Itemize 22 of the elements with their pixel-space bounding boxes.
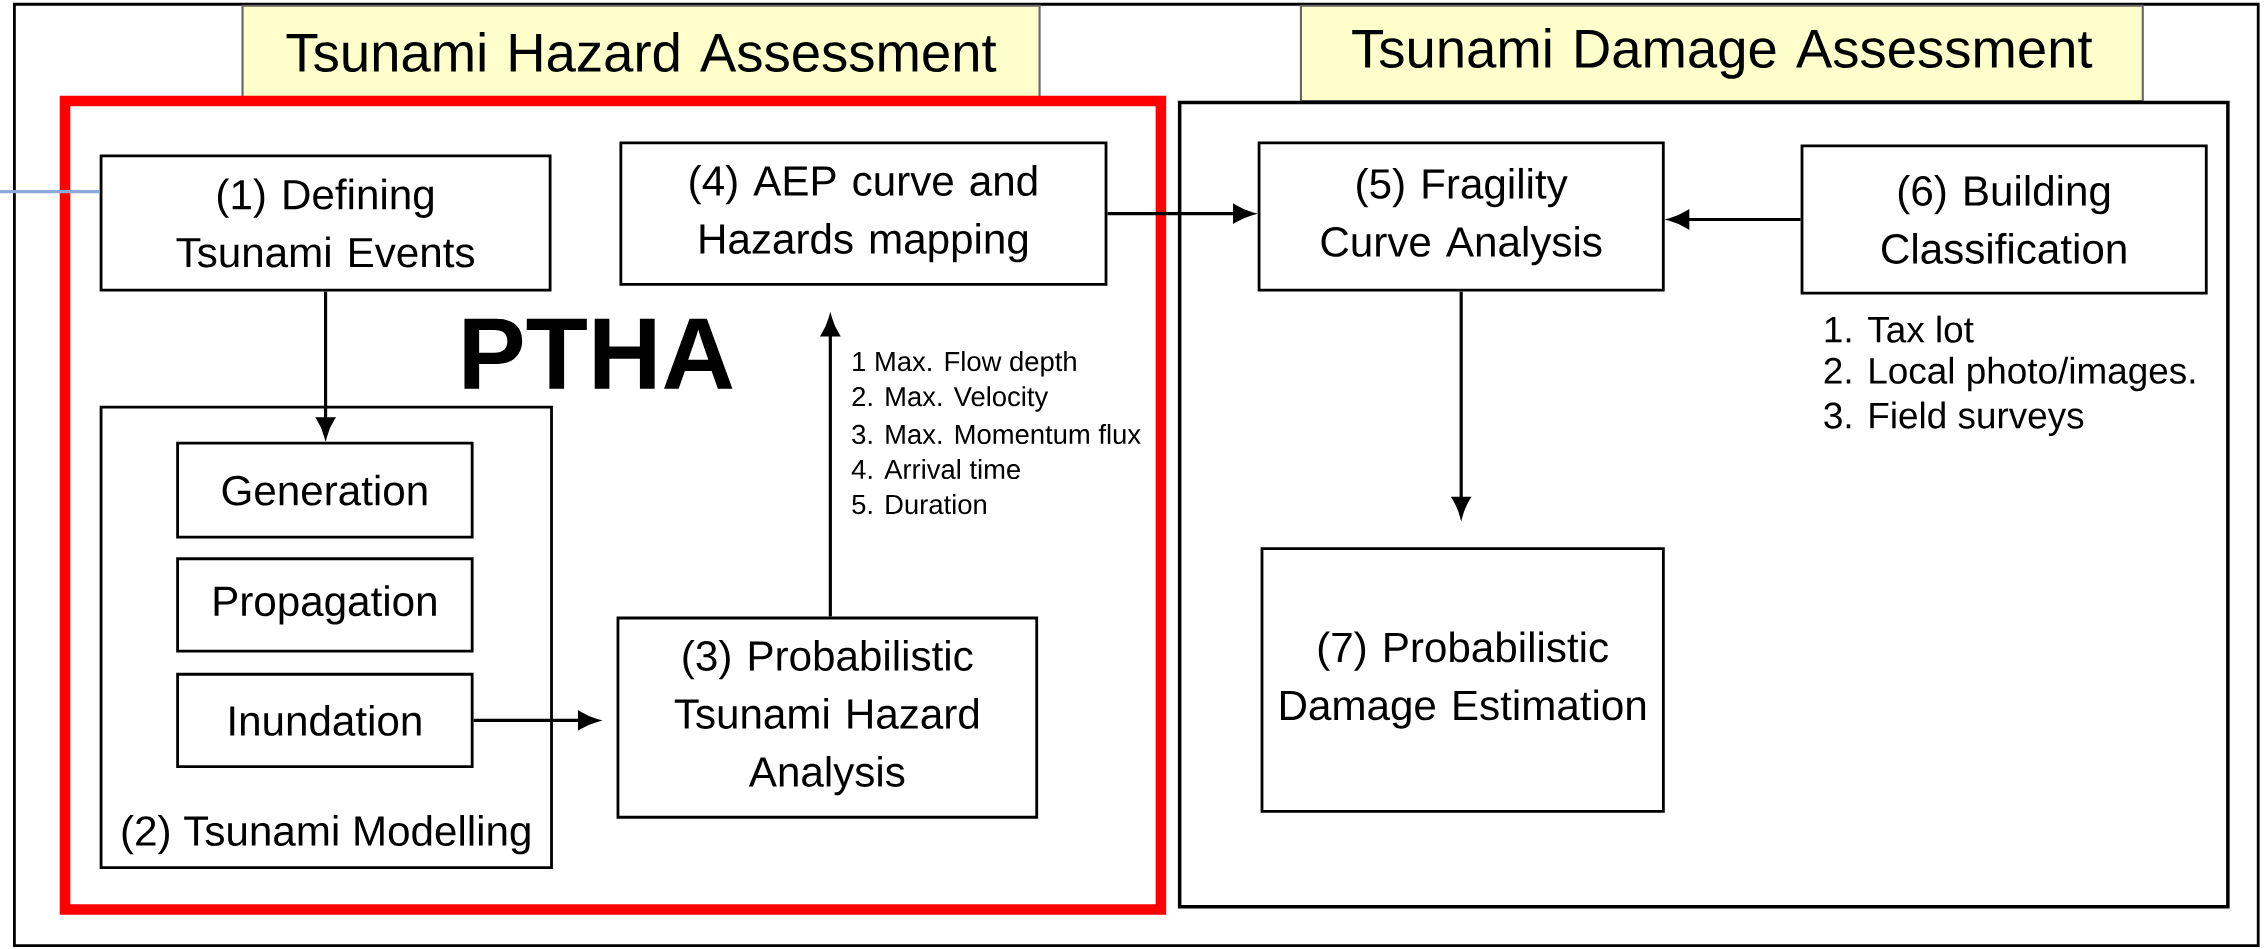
process-box: (1) Defining Tsunami Events [99, 154, 552, 292]
process-box: (5) Fragility Curve Analysis [1257, 141, 1665, 292]
process-box: (4) AEP curve and Hazards mapping [619, 141, 1108, 286]
list-item: 2. Local photo/images. [1824, 356, 2195, 392]
list-item: 2. Max. Velocity [852, 386, 1049, 412]
heading-text: PTHA [464, 318, 733, 389]
step-box: Propagation [176, 557, 474, 653]
step-box: Inundation [176, 673, 474, 769]
step-box: Generation [176, 442, 474, 539]
process-box: (6) Building Classification [1800, 144, 2208, 295]
process-box: (3) Probabilistic Tsunami Hazard Analysis [616, 616, 1039, 819]
list-item: 4. Arrival time [851, 459, 1020, 480]
group-frame [1177, 100, 2230, 909]
list-item: 1 Max. Flow depth [853, 351, 1076, 377]
list-item: 1. Tax lot [1825, 315, 1974, 343]
list-item: 5. Duration [852, 494, 986, 515]
group-frame [59, 96, 1167, 916]
list-item: 3. Max. Momentum flux [852, 424, 1141, 445]
title-box: Tsunami Damage Assessment [1299, 4, 2144, 103]
list-item: 3. Field surveys [1824, 401, 2084, 437]
process-box: (7) Probabilistic Damage Estimation [1260, 547, 1665, 813]
title-box: Tsunami Hazard Assessment [241, 4, 1041, 100]
